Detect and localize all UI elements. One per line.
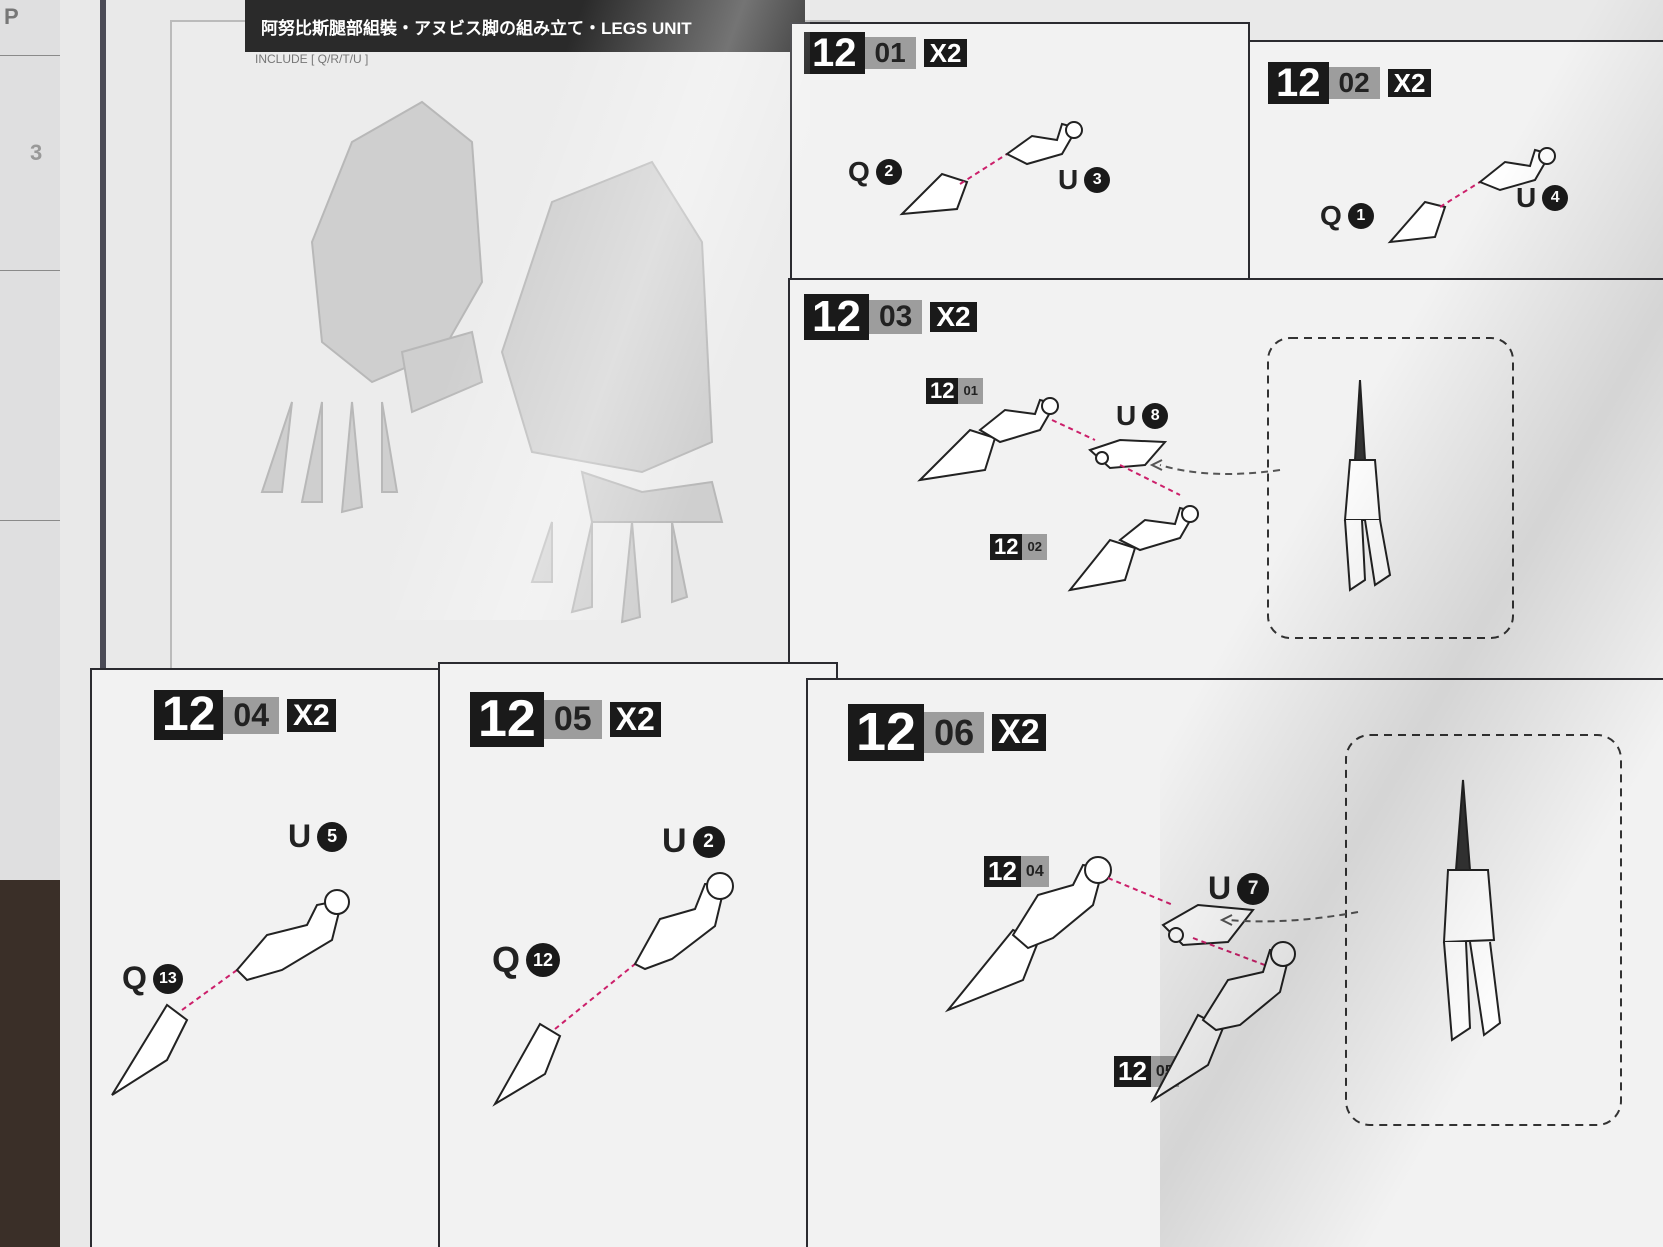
- step-sub-number: 02: [1328, 66, 1380, 100]
- ref-tag-12-04: 12 04: [984, 856, 1049, 888]
- step-sub-number: 05: [543, 699, 602, 739]
- part-label-u7: U 7: [1208, 870, 1270, 907]
- step-12-02-panel: 12 02 X2 Q 1 U 4: [1248, 40, 1663, 300]
- step-12-06-panel: 12 06 X2 12 04 12 05 U 7: [806, 678, 1663, 1247]
- page-mark: P: [4, 4, 19, 29]
- step-number: 12: [470, 692, 544, 747]
- quantity-badge: X2: [609, 701, 661, 737]
- step-12-04-panel: 12 04 X2 U 5 Q 13: [90, 668, 470, 1247]
- step-12-06-tag: 12 06 X2: [848, 704, 1046, 761]
- step-12-05-tag: 12 05 X2: [470, 692, 661, 747]
- include-note: INCLUDE [ Q/R/T/U ]: [255, 52, 369, 66]
- page-edge: [100, 0, 106, 1247]
- section-header: 阿努比斯腿部組裝・アヌビス脚の組み立て・LEGS UNIT: [245, 0, 805, 52]
- assembly-diagram-12-06: [944, 734, 1622, 1126]
- step-12-02-tag: 12 02 X2: [1268, 62, 1432, 104]
- part-label-u5: U 5: [288, 818, 348, 855]
- part-label-q12: Q 12: [492, 939, 561, 981]
- instruction-page: 阿努比斯腿部組裝・アヌビス脚の組み立て・LEGS UNIT INCLUDE [ …: [60, 0, 1663, 1247]
- step-number: 12: [848, 704, 925, 761]
- part-label-q2: Q 2: [848, 156, 902, 188]
- step-number: 12: [804, 32, 865, 74]
- assembly-diagram-12-02: [1387, 147, 1556, 244]
- part-label-u3: U 3: [1058, 164, 1111, 196]
- step-12-04-tag: 12 04 X2: [154, 689, 336, 741]
- step-sub-number: 01: [864, 36, 916, 70]
- quantity-badge: X2: [923, 39, 968, 68]
- part-label-u4: U 4: [1516, 182, 1569, 214]
- step-12-05-panel: 12 05 X2 U 2 Q 12: [438, 662, 838, 1247]
- part-label-q13: Q 13: [122, 960, 183, 997]
- assembly-diagram-12-01: [899, 121, 1083, 216]
- step-number: 12: [804, 293, 869, 341]
- page-mark: 3: [30, 140, 43, 165]
- step-12-01-tag: 12 01 X2: [804, 32, 968, 74]
- ref-tag-12-05: 12 05: [1114, 1056, 1179, 1088]
- assembly-diagram-12-03: [917, 337, 1514, 639]
- legs-photo-panel: [170, 20, 850, 680]
- quantity-badge: X2: [1387, 69, 1432, 98]
- part-label-u2: U 2: [662, 822, 725, 861]
- step-number: 12: [1268, 62, 1329, 104]
- quantity-badge: X2: [286, 698, 336, 732]
- step-12-03-panel: 12 03 X2 12 01 12 02 U 8: [788, 278, 1663, 688]
- assembly-diagram-12-04: [111, 889, 350, 1096]
- step-number: 12: [154, 689, 224, 741]
- ref-tag-12-02: 12 02: [990, 534, 1047, 561]
- part-label-u8: U 8: [1116, 400, 1169, 432]
- step-sub-number: 04: [223, 696, 279, 734]
- quantity-badge: X2: [930, 301, 977, 333]
- step-12-03-tag: 12 03 X2: [804, 293, 977, 341]
- step-sub-number: 03: [868, 299, 923, 335]
- part-label-q1: Q 1: [1320, 200, 1374, 232]
- ref-tag-12-01: 12 01: [926, 378, 983, 405]
- step-sub-number: 06: [924, 711, 985, 754]
- step-12-01-panel: 12 01 X2 Q 2 U 3: [790, 22, 1250, 280]
- legs-unit-photo: [260, 100, 724, 624]
- quantity-badge: X2: [992, 713, 1046, 752]
- assembly-diagram-12-05: [492, 872, 734, 1107]
